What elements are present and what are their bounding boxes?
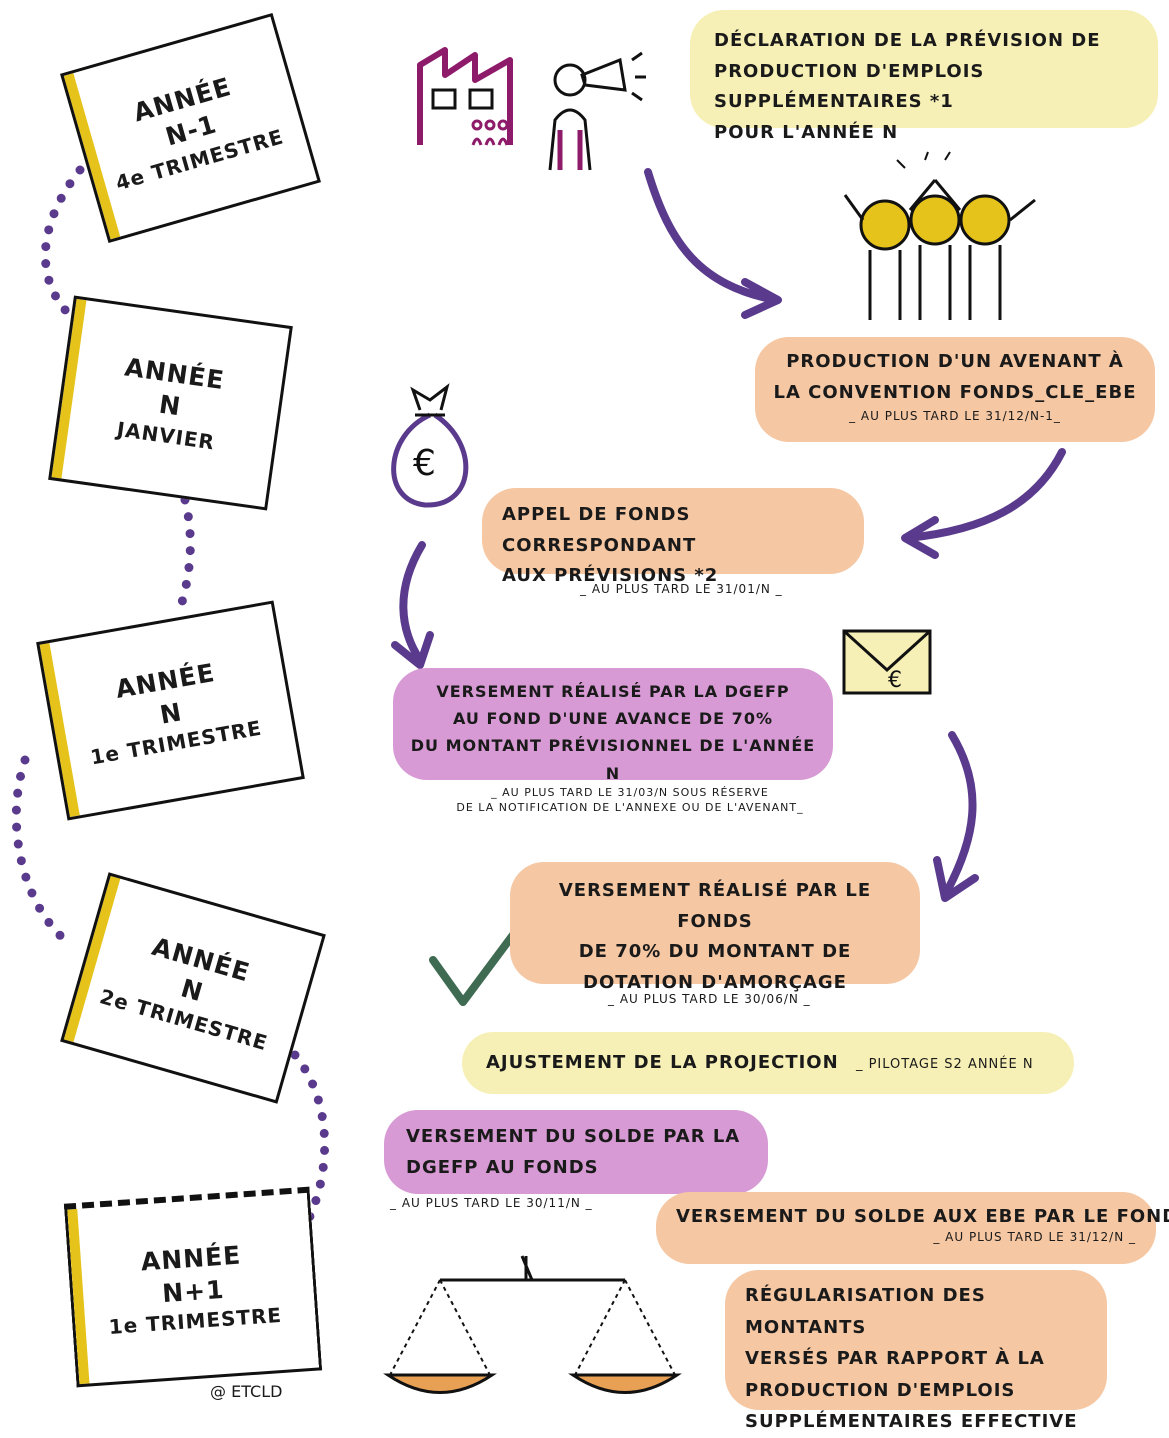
step-versement-dgefp-line: AU FOND D'UNE AVANCE DE 70% (453, 709, 773, 729)
step-avenant-deadline: _ AU PLUS TARD LE 31/12/N-1_ (849, 409, 1061, 424)
step-versement-dgefp-deadline: _ AU PLUS TARD LE 31/03/N SOUS RÉSERVE D… (430, 785, 830, 816)
step-versement-fonds: VERSEMENT RÉALISÉ PAR LE FONDS DE 70% DU… (510, 862, 920, 993)
step-versement-dgefp: VERSEMENT RÉALISÉ PAR LA DGEFP AU FOND D… (393, 668, 833, 783)
step-versement-dgefp-line: DU MONTANT PRÉVISIONNEL DE L'ANNÉE N (410, 736, 816, 783)
step-appel-line: AUX PRÉVISIONS *2 (502, 565, 719, 587)
step-regularisation-line: RÉGULARISATION DES MONTANTS (745, 1285, 986, 1338)
step-versement-dgefp-line: VERSEMENT RÉALISÉ PAR LA DGEFP (436, 682, 790, 701)
step-versement-fonds-line: DE 70% DU MONTANT DE (578, 941, 852, 963)
step-versement-fonds-line: VERSEMENT RÉALISÉ PAR LE FONDS (558, 880, 872, 932)
checkmark-icon (429, 912, 531, 1006)
step-declaration-line: PRODUCTION D'EMPLOIS SUPPLÉMENTAIRES *1 (714, 60, 985, 113)
step-solde-ebe-main: VERSEMENT DU SOLDE AUX EBE PAR LE FONDS (676, 1206, 1169, 1227)
step-solde-dgefp-line: DGEFP AU FONDS (406, 1156, 599, 1178)
step-declaration-line: POUR L'ANNÉE N (714, 121, 899, 143)
step-appel-de-fonds: APPEL DE FONDS CORRESPONDANT AUX PRÉVISI… (482, 488, 864, 586)
step-regularisation: RÉGULARISATION DES MONTANTS VERSÉS PAR R… (725, 1270, 1107, 1432)
money-bag-icon: € (391, 383, 469, 508)
envelope-euro: € (888, 668, 902, 693)
step-solde-ebe-deadline: _ AU PLUS TARD LE 31/12/N _ (933, 1230, 1136, 1245)
step-declaration: DÉCLARATION DE LA PRÉVISION DE PRODUCTIO… (690, 10, 1158, 143)
step-versement-dgefp-deadline-line: DE LA NOTIFICATION DE L'ANNEXE OU DE L'A… (456, 801, 804, 815)
step-avenant: PRODUCTION D'UN AVENANT À LA CONVENTION … (755, 337, 1155, 442)
step-versement-dgefp-deadline-line: _ AU PLUS TARD LE 31/03/N SOUS RÉSERVE (491, 786, 769, 799)
step-versement-fonds-deadline: _ AU PLUS TARD LE 30/06/N _ (608, 992, 811, 1006)
step-appel-line: APPEL DE FONDS CORRESPONDANT (502, 504, 697, 556)
credit: @ ETCLD (210, 1382, 283, 1401)
envelope-icon: € (842, 629, 932, 695)
factory-icon (417, 47, 513, 146)
step-versement-fonds-line: DOTATION D'AMORÇAGE (583, 971, 847, 993)
step-solde-ebe: VERSEMENT DU SOLDE AUX EBE PAR LE FONDS … (656, 1192, 1169, 1264)
megaphone-person-icon (548, 51, 646, 171)
step-regularisation-line: PRODUCTION D'EMPLOIS (745, 1379, 1016, 1401)
step-ajustement-main: AJUSTEMENT DE LA PROJECTION (486, 1052, 839, 1073)
step-solde-dgefp: VERSEMENT DU SOLDE PAR LA DGEFP AU FONDS (384, 1110, 768, 1194)
step-regularisation-line: SUPPLÉMENTAIRES EFFECTIVE (745, 1411, 1078, 1432)
step-appel-deadline: _ AU PLUS TARD LE 31/01/N _ (580, 582, 783, 596)
step-ajustement-sub: _ PILOTAGE S2 ANNÉE N (855, 1057, 1034, 1072)
balance-scale-icon (383, 1255, 682, 1394)
step-ajustement: AJUSTEMENT DE LA PROJECTION _ PILOTAGE S… (462, 1032, 1074, 1094)
celebrating-people-icon (843, 151, 1036, 320)
step-solde-dgefp-deadline: _ AU PLUS TARD LE 30/11/N _ (390, 1196, 593, 1210)
step-regularisation-line: VERSÉS PAR RAPPORT À LA (745, 1348, 1045, 1369)
step-avenant-line: LA CONVENTION FONDS_CLE_EBE (773, 381, 1137, 403)
step-avenant-line: PRODUCTION D'UN AVENANT À (786, 351, 1124, 372)
money-bag-euro: € (413, 443, 436, 484)
step-declaration-line: DÉCLARATION DE LA PRÉVISION DE (714, 30, 1101, 51)
step-solde-dgefp-line: VERSEMENT DU SOLDE PAR LA (406, 1126, 741, 1147)
